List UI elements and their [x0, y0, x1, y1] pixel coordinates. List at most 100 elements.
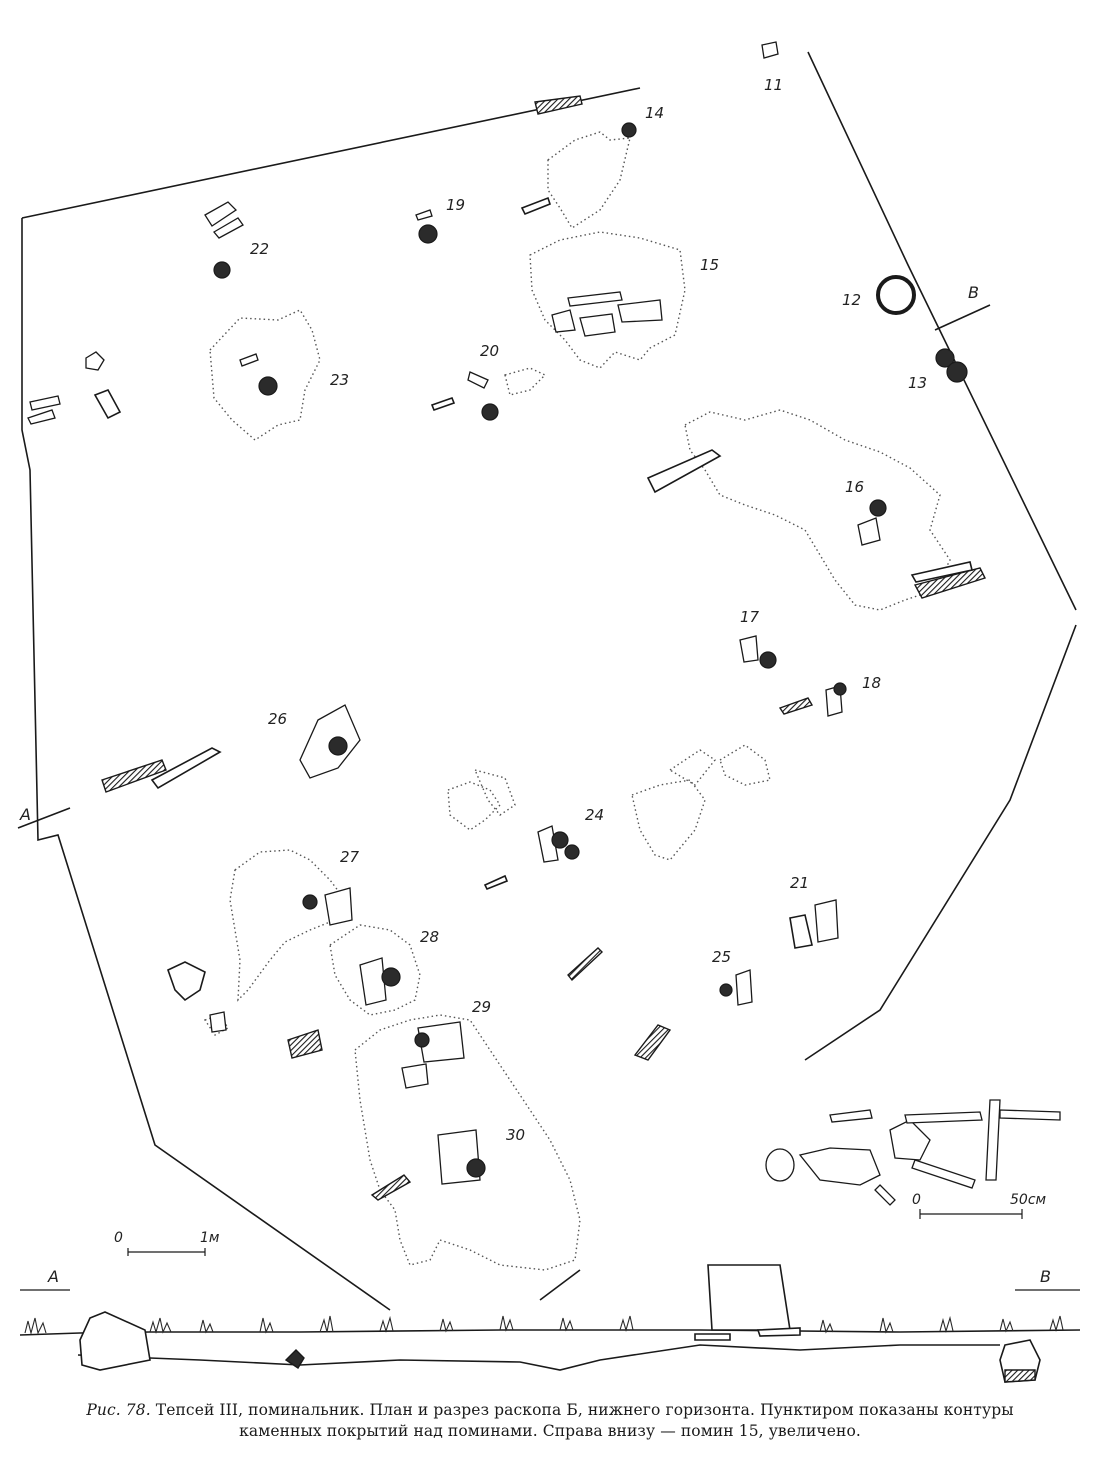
stone-ring-12	[876, 275, 916, 315]
stele-section	[707, 1264, 791, 1331]
fallen-slab-a	[694, 1333, 731, 1341]
label-12: 12	[842, 291, 861, 309]
scale-bar-main: 0 1м	[114, 1230, 220, 1256]
label-29: 29	[472, 998, 491, 1016]
contour-14	[547, 131, 631, 229]
grass-line	[24, 1315, 1064, 1336]
stone-left-large	[167, 961, 206, 1002]
slab-21	[789, 914, 813, 949]
contour-28	[329, 924, 421, 1016]
bones-16	[857, 517, 881, 546]
contour-24-right	[631, 779, 706, 861]
vessel-20	[481, 403, 499, 421]
vessel-18	[833, 682, 847, 696]
vessel-14	[621, 122, 637, 138]
label-30: 30	[506, 1126, 525, 1144]
section-letter-b-plan: B	[968, 283, 979, 302]
vessel-24a	[551, 831, 569, 849]
slab-top	[534, 95, 583, 115]
feature-numbers: 11 12 13 14 15 16 17 18 19 20 21 22 23 2…	[250, 76, 927, 1144]
vessel-19	[418, 224, 438, 244]
bones-28	[359, 957, 387, 1006]
label-22: 22	[250, 240, 269, 258]
figure-caption: Рис. 78. Тепсей III, поминальник. План и…	[30, 1400, 1070, 1442]
caption-line2: каменных покрытий над поминами. Справа в…	[239, 1422, 861, 1440]
slab-left-29	[287, 1029, 323, 1059]
caption-line1: Тепсей III, поминальник. План и разрез р…	[155, 1401, 1014, 1419]
contour-24-mid	[473, 768, 516, 816]
slab-24	[483, 874, 509, 891]
caption-prefix: Рис. 78.	[86, 1401, 151, 1419]
vessel-25	[719, 983, 733, 997]
label-23: 23	[330, 371, 349, 389]
label-24: 24	[585, 806, 604, 824]
bones-27	[324, 887, 353, 926]
contour-15	[529, 231, 686, 369]
bones-22	[204, 201, 238, 227]
scale-main-zero: 0	[114, 1230, 123, 1246]
bones-21	[814, 899, 839, 943]
contour-24-left	[447, 781, 501, 831]
pit-bottom	[77, 1344, 1000, 1371]
slab-center	[567, 947, 604, 982]
ground-surface	[19, 1329, 1081, 1336]
enlarged-skeleton-15	[765, 1099, 1061, 1206]
section-letter-a-plan: A	[19, 805, 31, 824]
label-13: 13	[908, 374, 927, 392]
section-profile: A B	[19, 1264, 1081, 1383]
label-19: 19	[446, 196, 465, 214]
vessel-16	[869, 499, 887, 517]
label-21: 21	[790, 874, 809, 892]
ornament-left	[85, 351, 105, 371]
vessel-22	[213, 261, 231, 279]
section-letter-b: B	[1040, 1267, 1051, 1286]
bones-29b	[401, 1063, 429, 1089]
contour-27	[229, 849, 346, 1002]
bones-15-a	[567, 291, 623, 307]
label-14: 14	[645, 104, 664, 122]
bones-left-small	[209, 1011, 227, 1033]
excavation-boundary	[17, 51, 1077, 1311]
label-15: 15	[700, 256, 719, 274]
vessel-29	[414, 1032, 430, 1048]
slab-16-right2	[910, 561, 973, 583]
label-18: 18	[862, 674, 881, 692]
section-letter-a: A	[47, 1267, 59, 1286]
vessels	[213, 122, 968, 1178]
vessel-30	[466, 1158, 486, 1178]
stone-left-section	[79, 1311, 151, 1371]
label-26: 26	[268, 710, 287, 728]
label-27: 27	[340, 848, 360, 866]
label-16: 16	[845, 478, 864, 496]
vessel-26	[328, 736, 348, 756]
bones-22b	[213, 217, 244, 239]
label-20: 20	[480, 342, 499, 360]
slab-left-edge	[93, 389, 122, 420]
bones-15-b	[617, 299, 663, 323]
bones-15-c	[551, 309, 576, 333]
label-17: 17	[740, 608, 760, 626]
stone-slabs	[93, 95, 986, 1201]
bones-25	[735, 969, 753, 1006]
vessel-13b	[946, 361, 968, 383]
vessel-27	[302, 894, 318, 910]
bones-left-edge2	[27, 409, 56, 425]
bones-11	[761, 41, 779, 59]
excavation-plan-drawing: 11 12 13 14 15 16 17 18 19 20 21 22 23 2…	[17, 41, 1081, 1383]
label-25: 25	[712, 948, 731, 966]
bones-23	[239, 353, 259, 367]
fallen-slab-b	[756, 1327, 801, 1337]
vessel-24b	[564, 844, 580, 860]
contour-24-rr	[719, 744, 771, 786]
slab-26-a	[101, 759, 167, 793]
slab-18	[778, 697, 814, 715]
bones-15-d	[579, 313, 616, 337]
bones-24	[537, 825, 559, 863]
label-11: 11	[764, 76, 783, 94]
vessel-23	[258, 376, 278, 396]
bones-17	[739, 635, 759, 663]
scale-main-end: 1м	[200, 1230, 220, 1246]
vessel-28	[381, 967, 401, 987]
slab-bottom-right	[633, 1024, 672, 1061]
scale-inset-end: 50см	[1010, 1192, 1047, 1208]
